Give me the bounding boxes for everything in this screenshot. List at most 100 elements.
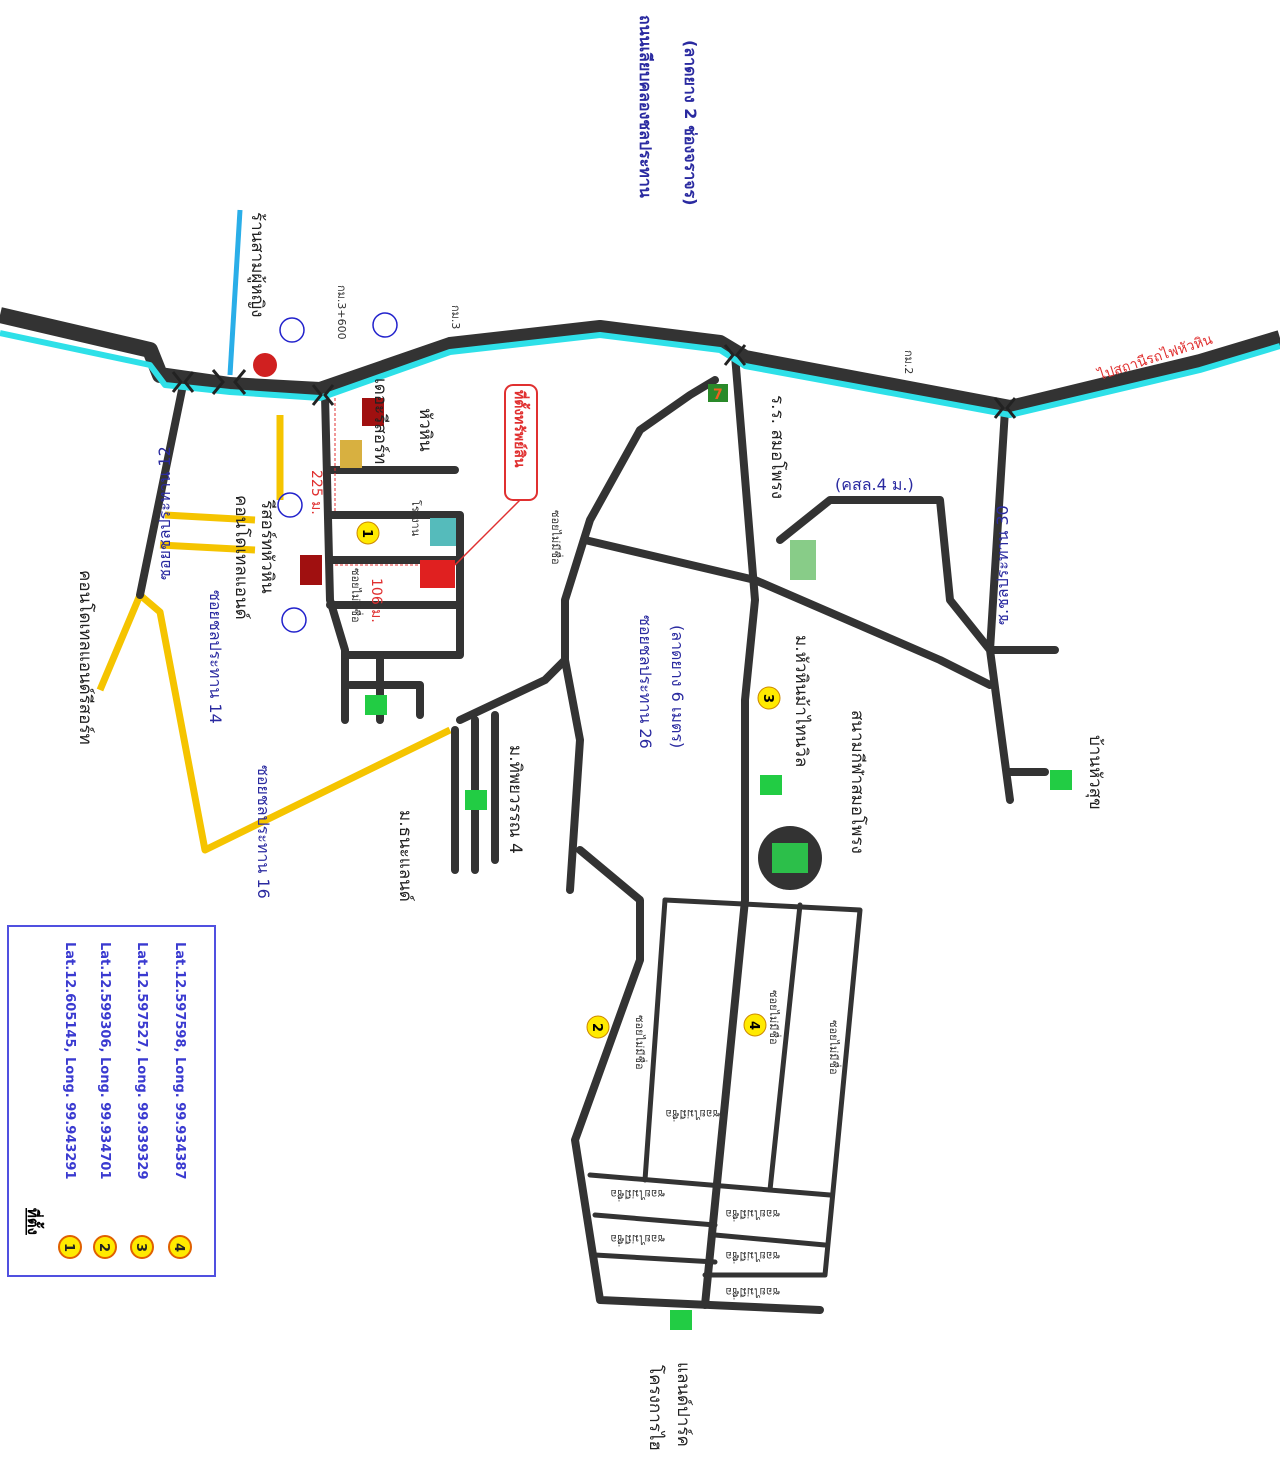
- map-shape: [456, 376, 719, 724]
- seven-eleven-icon: [708, 384, 728, 402]
- map-shape: [356, 521, 380, 545]
- map-shape: [986, 406, 1059, 654]
- roads: [136, 351, 1059, 1314]
- map-shape: [586, 1015, 610, 1039]
- map-shape: ถนนเลียบคลองชลประทาน (ลาดยาง 2 ช่องจราจร…: [75, 15, 1215, 1451]
- factory-label: โรงงาน: [409, 500, 423, 537]
- map-shape: [712, 1232, 828, 1248]
- map-shape: [168, 1235, 192, 1259]
- map-shape: [93, 1235, 117, 1259]
- map-shape: [592, 1252, 718, 1265]
- map-shape: [662, 897, 863, 1278]
- map-shape: [0, 307, 1280, 416]
- property-label: ที่ตั้งทรัพย์สิน: [511, 390, 531, 468]
- concrete-road-label: (คสล.4 ม.): [835, 475, 914, 494]
- map-shape: [561, 656, 584, 894]
- unnamed-soi-label: ซอยไม่มีชื่อ: [633, 1015, 648, 1070]
- map-shape: [592, 1212, 718, 1228]
- map-shape: 2: [589, 1023, 604, 1032]
- map-shape: [767, 902, 803, 1193]
- map-shape: [311, 384, 335, 406]
- soi16-label: ซอยชลประทาน 16: [254, 765, 273, 899]
- building-icons: [300, 398, 816, 585]
- map-shape: [159, 541, 256, 554]
- map-shape: [772, 843, 808, 873]
- village-label: ม.ทิพยวรรณ 4: [505, 745, 525, 854]
- unnamed-soi-label: ซอยไม่มีชื่อ: [827, 1020, 842, 1075]
- map-shape: [571, 846, 824, 1314]
- map-shape: [670, 1310, 692, 1330]
- km-marker: กม.3+600: [335, 285, 348, 340]
- map-shape: [587, 1172, 833, 1198]
- map-shape: [279, 317, 305, 343]
- unnamed-soi-label: ซอยไม่มีชื่อ: [725, 1207, 780, 1222]
- property-label-box: [504, 384, 538, 501]
- location-markers: 1 2 3 4: [356, 521, 781, 1039]
- unnamed-soi-label: ซอยไม่มีชื่อ: [610, 1187, 665, 1202]
- map-shape: 2: [96, 1243, 111, 1252]
- main-road-surface: (ลาดยาง 2 ช่องจราจร): [681, 40, 700, 205]
- bridge-icons: [171, 344, 1017, 419]
- main-road: [0, 209, 1280, 418]
- legend-item: Lat.12.599306, Long. 99.934701: [97, 942, 112, 1180]
- map-shape: 4: [171, 1243, 186, 1252]
- condotel-label: คอนโดเทลแอนด์: [231, 495, 252, 620]
- map-shape: [137, 592, 452, 854]
- condotel-label: คอนโดเทลแอนด์รีสอร์ท: [75, 570, 96, 745]
- map-shape: [340, 440, 362, 468]
- map-shape: [164, 511, 256, 524]
- map-shape: [346, 681, 424, 719]
- map-shape: [430, 518, 456, 546]
- unnamed-soi-label: ซอยไม่มีชื่อ: [665, 1107, 720, 1122]
- property-marker: [420, 560, 455, 588]
- canal-branch: [227, 209, 243, 376]
- unnamed-soi-label: ซอยไม่มีชื่อ: [767, 990, 782, 1045]
- map-shape: [0, 330, 1280, 418]
- km-marker: กม.2: [902, 350, 915, 374]
- distance-label: 106 ม.: [368, 578, 384, 623]
- resort-huahin-label: รีสอร์ทหัวหิน: [257, 499, 277, 594]
- map-shape: [372, 312, 398, 338]
- map-shape: [362, 398, 384, 426]
- map-shape: 1: [359, 529, 374, 538]
- map-shape: [58, 1235, 82, 1259]
- legend-item: Lat.12.597527, Long. 99.939329: [134, 942, 149, 1180]
- map-shape: [701, 351, 759, 1309]
- map-shape: [743, 1013, 767, 1037]
- map-shape: [993, 397, 1017, 419]
- map-shape: [1050, 770, 1072, 790]
- map-shape: [300, 555, 322, 585]
- shop-label: ร้านสามผู้หญิง: [247, 212, 267, 317]
- distance-label: 225 ม.: [308, 470, 324, 515]
- village-label: ม.ธนะแลนด์: [395, 810, 415, 902]
- map-shape: [7, 925, 216, 1277]
- map-shape: [776, 496, 1014, 804]
- huahin-label: หัวหิน: [415, 408, 435, 452]
- school-label: ร.ร. สมอโพรง: [767, 395, 788, 499]
- map-shape: [136, 381, 187, 599]
- village-label: บ้านหัวสุข: [1085, 735, 1105, 810]
- project-label: แลนด์ปาร์ค: [673, 1362, 693, 1447]
- map-shape: 3: [760, 694, 775, 703]
- map-shape: 3: [133, 1243, 148, 1252]
- village-icons: [365, 695, 1072, 1330]
- map-shape: [321, 391, 349, 724]
- map-shape: [211, 369, 247, 395]
- map-shape: [581, 536, 994, 689]
- project-label: โครงการไฮ: [645, 1365, 666, 1451]
- map-shape: [790, 540, 816, 580]
- map-shape: [454, 499, 521, 566]
- map-shape: [277, 492, 303, 518]
- main-road-name: ถนนเลียบคลองชลประทาน: [636, 15, 655, 198]
- legend-title: ที่ตั้ง: [24, 1208, 45, 1235]
- soi14-label: ซอยชลประทาน 14: [206, 590, 225, 724]
- map-shape: [465, 790, 487, 810]
- unnamed-soi-label: ซอยไม่มีชื่อ: [725, 1285, 780, 1300]
- map-shape: 4: [746, 1021, 761, 1030]
- unnamed-soi-label: ซอยไม่มีชื่อ: [610, 1232, 665, 1247]
- stadium-label: สนามกีฬาสมอโพรง: [847, 710, 868, 854]
- resort-label: เดอะรีสอร์ท: [370, 378, 390, 464]
- shop-icon: [253, 353, 277, 377]
